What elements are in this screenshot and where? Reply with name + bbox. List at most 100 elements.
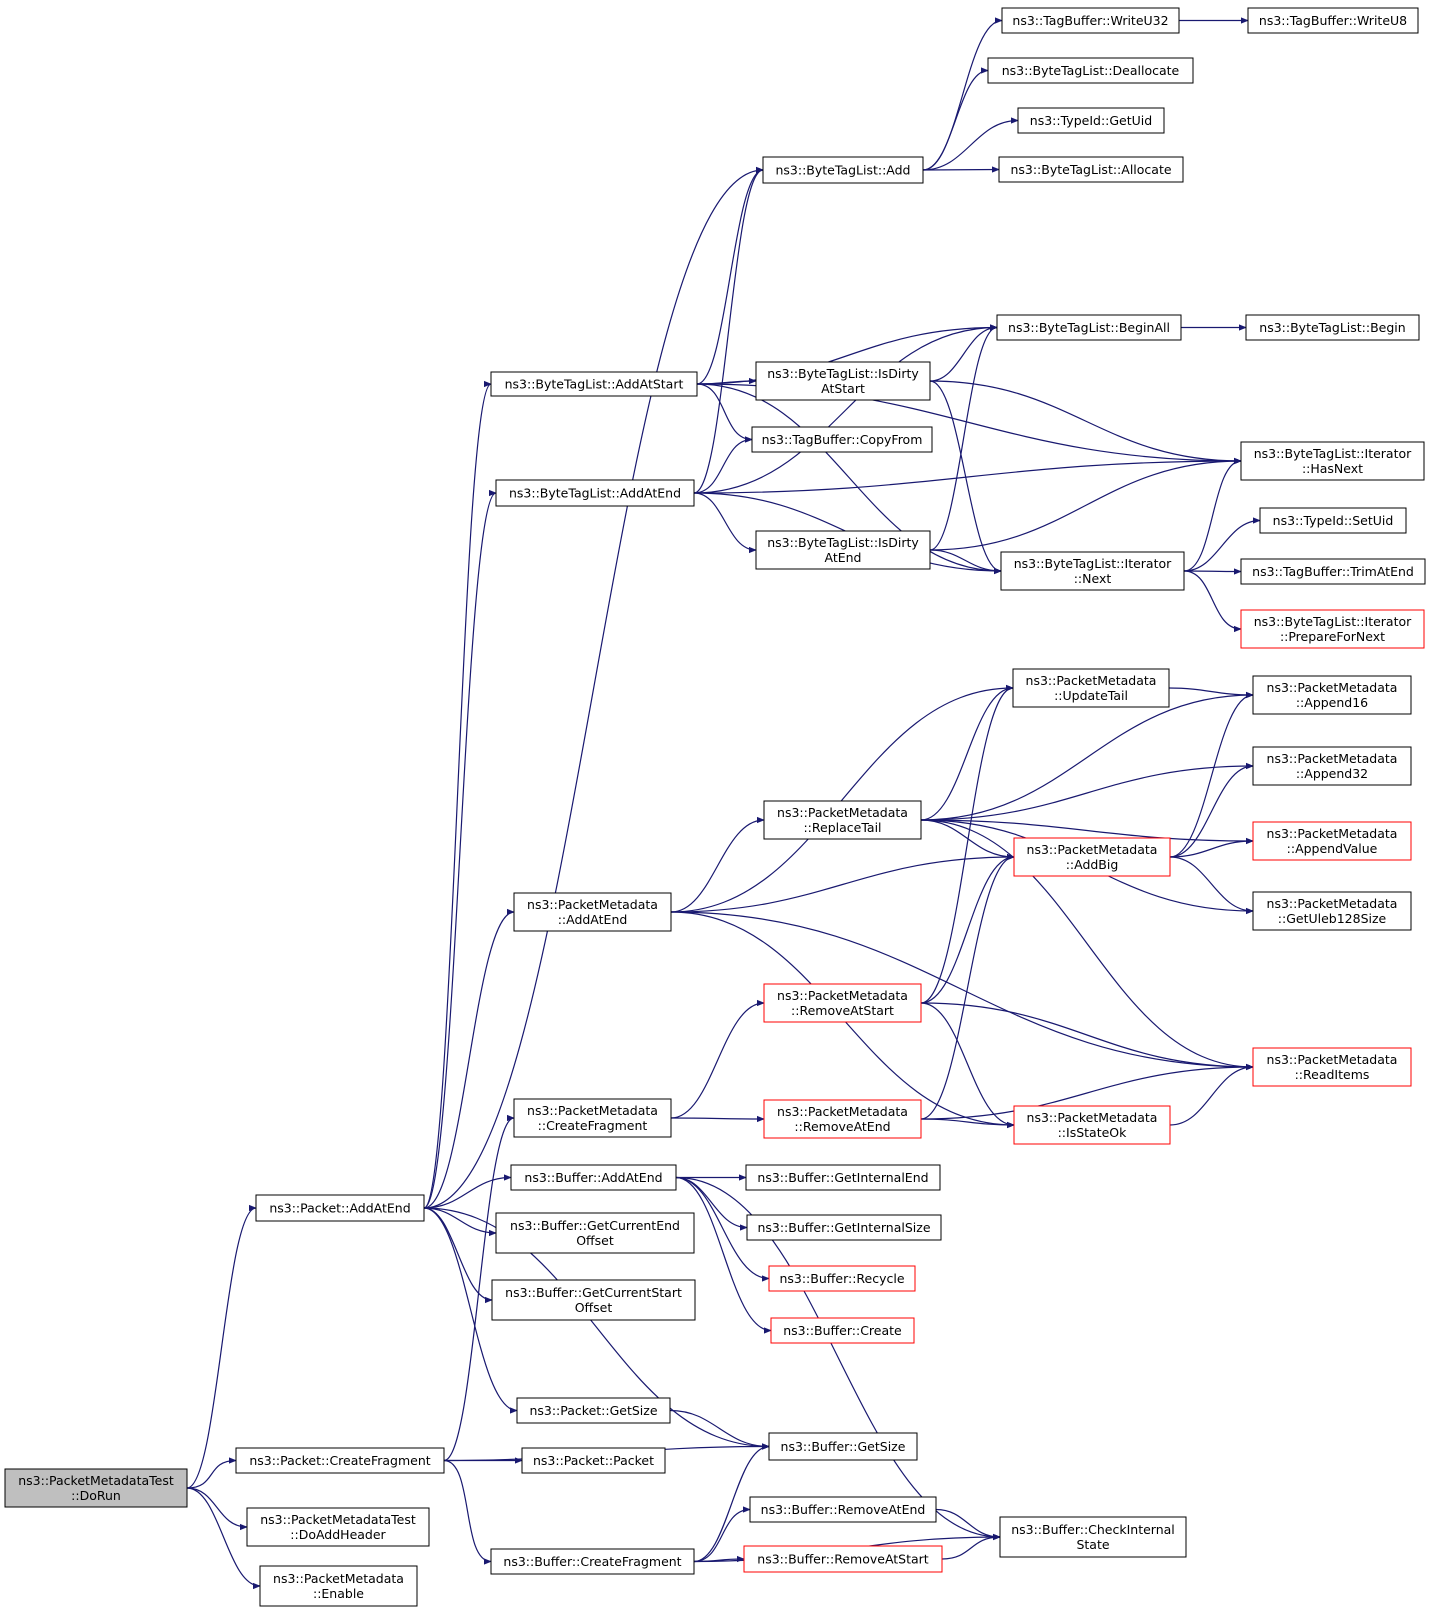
node-label-line: AtEnd [825,550,862,565]
node-btl_beginall[interactable]: ns3::ByteTagList::BeginAll [996,314,1182,341]
node-pm_append32[interactable]: ns3::PacketMetadata::Append32 [1252,746,1412,786]
node-box [763,800,922,840]
node-label-line: ::HasNext [1302,461,1363,476]
node-label-line: ns3::TagBuffer::WriteU8 [1259,13,1407,28]
node-tb_copyfrom[interactable]: ns3::TagBuffer::CopyFrom [751,426,933,453]
node-label-line: ::Next [1074,571,1112,586]
node-label-line: ns3::ByteTagList::Begin [1259,320,1405,335]
node-box [1252,821,1412,861]
edge-pkt_addatend-to-btl_add [423,166,764,1209]
node-label-line: ns3::ByteTagList::AddAtStart [505,377,684,392]
node-buf_addatend[interactable]: ns3::Buffer::AddAtEnd [510,1164,677,1191]
node-label-line: ns3::ByteTagList::IsDirty [767,366,919,381]
edge-btl_add-to-tid_getuid [922,117,1019,171]
edge-buf_createfrag-to-buf_getsize [693,1443,770,1563]
edge-pkt_addatend-to-btl_addatstart [423,380,492,1209]
node-label-line: ns3::ByteTagList::Add [775,163,910,178]
node-pm_createfrag[interactable]: ns3::PacketMetadata::CreateFragment [513,1098,672,1138]
node-tb_writeu8[interactable]: ns3::TagBuffer::WriteU8 [1247,7,1419,34]
node-btl_begin[interactable]: ns3::ByteTagList::Begin [1245,314,1420,341]
node-buf_getsize[interactable]: ns3::Buffer::GetSize [768,1432,918,1461]
node-pm_updatetail[interactable]: ns3::PacketMetadata::UpdateTail [1012,668,1170,708]
node-pm_readitems[interactable]: ns3::PacketMetadata::ReadItems [1252,1047,1412,1087]
node-buf_internalend[interactable]: ns3::Buffer::GetInternalEnd [745,1164,941,1191]
node-label-line: ns3::PacketMetadata [527,897,658,912]
node-dorun[interactable]: ns3::PacketMetadataTest::DoRun [4,1468,188,1508]
node-pm_uleb128[interactable]: ns3::PacketMetadata::GetUleb128Size [1252,891,1412,931]
node-buf_createfrag[interactable]: ns3::Buffer::CreateFragment [490,1548,695,1575]
edge-pm_addbig-to-pm_appendvalue [1169,837,1254,858]
node-label-line: ns3::ByteTagList::IsDirty [767,535,919,550]
node-buf_recycle[interactable]: ns3::Buffer::Recycle [768,1265,916,1292]
node-tid_getuid[interactable]: ns3::TypeId::GetUid [1017,107,1165,134]
node-doaddheader[interactable]: ns3::PacketMetadataTest::DoAddHeader [246,1507,430,1547]
node-btl_dealloc[interactable]: ns3::ByteTagList::Deallocate [987,57,1194,84]
node-pm_append16[interactable]: ns3::PacketMetadata::Append16 [1252,675,1412,715]
node-label-line: ns3::Buffer::AddAtEnd [524,1170,662,1185]
node-btl_iter_prepare[interactable]: ns3::ByteTagList::Iterator::PrepareForNe… [1240,609,1425,649]
node-tb_trimatend[interactable]: ns3::TagBuffer::TrimAtEnd [1240,558,1426,585]
node-label-line: ns3::PacketMetadata [1267,680,1398,695]
edge-buf_addatend-to-buf_create [675,1176,772,1334]
node-btl_addatend[interactable]: ns3::ByteTagList::AddAtEnd [495,479,695,507]
edge-pkt_addatend-to-buf_curstartoff [423,1207,493,1304]
node-pm_replacetail[interactable]: ns3::PacketMetadata::ReplaceTail [763,800,922,840]
node-box [1240,609,1425,649]
node-tid_setuid[interactable]: ns3::TypeId::SetUid [1259,507,1407,534]
node-label-line: ns3::Buffer::GetSize [781,1439,906,1454]
node-label-line: ns3::Buffer::GetInternalSize [757,1220,930,1235]
node-pm_enable[interactable]: ns3::PacketMetadata::Enable [259,1565,418,1607]
edge-pm_addatend-to-pm_updatetail [670,684,1014,913]
node-btl_allocate[interactable]: ns3::ByteTagList::Allocate [998,156,1184,183]
node-tb_writeu32[interactable]: ns3::TagBuffer::WriteU32 [1001,7,1180,34]
node-box [996,314,1182,341]
edge-pm_removeatend-to-pm_addbig [920,853,1015,1120]
node-box [1013,837,1171,877]
node-pkt_packet[interactable]: ns3::Packet::Packet [521,1447,666,1474]
node-btl_add[interactable]: ns3::ByteTagList::Add [762,156,924,184]
node-box [1252,1047,1412,1087]
node-box [1240,558,1426,585]
nodes-layer: ns3::PacketMetadataTest::DoRunns3::Packe… [4,7,1426,1607]
node-box [998,156,1184,183]
node-btl_addatstart[interactable]: ns3::ByteTagList::AddAtStart [490,371,698,397]
node-btl_iter_next[interactable]: ns3::ByteTagList::Iterator::Next [1000,551,1185,591]
node-buf_internalsize[interactable]: ns3::Buffer::GetInternalSize [746,1214,942,1241]
node-pm_addatend[interactable]: ns3::PacketMetadata::AddAtEnd [513,892,672,932]
edge-pm_addbig-to-pm_append16 [1169,691,1254,858]
edge-btl_addatend-to-tb_copyfrom [693,436,753,494]
node-box [745,1164,941,1191]
node-box [768,1432,918,1461]
node-pkt_getsize[interactable]: ns3::Packet::GetSize [516,1397,671,1424]
node-box [999,1516,1187,1558]
node-buf_removeatstart[interactable]: ns3::Buffer::RemoveAtStart [743,1545,943,1573]
edge-pkt_createfrag-to-buf_createfrag [443,1459,492,1565]
node-box [491,1279,696,1321]
node-buf_removeatend[interactable]: ns3::Buffer::RemoveAtEnd [749,1496,937,1523]
node-label-line: ns3::Buffer::Recycle [779,1271,904,1286]
node-label-line: ns3::TypeId::GetUid [1030,113,1152,128]
node-pm_appendvalue[interactable]: ns3::PacketMetadata::AppendValue [1252,821,1412,861]
node-pkt_addatend[interactable]: ns3::Packet::AddAtEnd [255,1194,425,1222]
node-pm_removeatstart[interactable]: ns3::PacketMetadata::RemoveAtStart [763,983,922,1023]
edge-btl_add-to-btl_allocate [922,166,1000,173]
node-pm_addbig[interactable]: ns3::PacketMetadata::AddBig [1013,837,1171,877]
edge-pm_addbig-to-pm_uleb128 [1169,856,1254,915]
edge-pkt_addatend-to-buf_addatend [423,1174,512,1209]
node-pkt_createfrag[interactable]: ns3::Packet::CreateFragment [235,1447,445,1474]
node-buf_create[interactable]: ns3::Buffer::Create [770,1317,915,1344]
node-pm_removeatend[interactable]: ns3::PacketMetadata::RemoveAtEnd [763,1099,922,1139]
node-label-line: ns3::TagBuffer::CopyFrom [762,432,923,447]
edge-btl_dirtyend-to-btl_beginall [929,324,998,551]
node-pm_isstateok[interactable]: ns3::PacketMetadata::IsStateOk [1013,1105,1171,1145]
edge-btl_dirtyend-to-btl_iter_hasnext [929,457,1242,551]
node-label-line: ::ReadItems [1295,1067,1370,1082]
node-label-line: ns3::PacketMetadata [1026,673,1157,688]
node-btl_iter_hasnext[interactable]: ns3::ByteTagList::Iterator::HasNext [1240,441,1425,481]
edge-pm_removeatstart-to-pm_readitems [920,1002,1254,1071]
